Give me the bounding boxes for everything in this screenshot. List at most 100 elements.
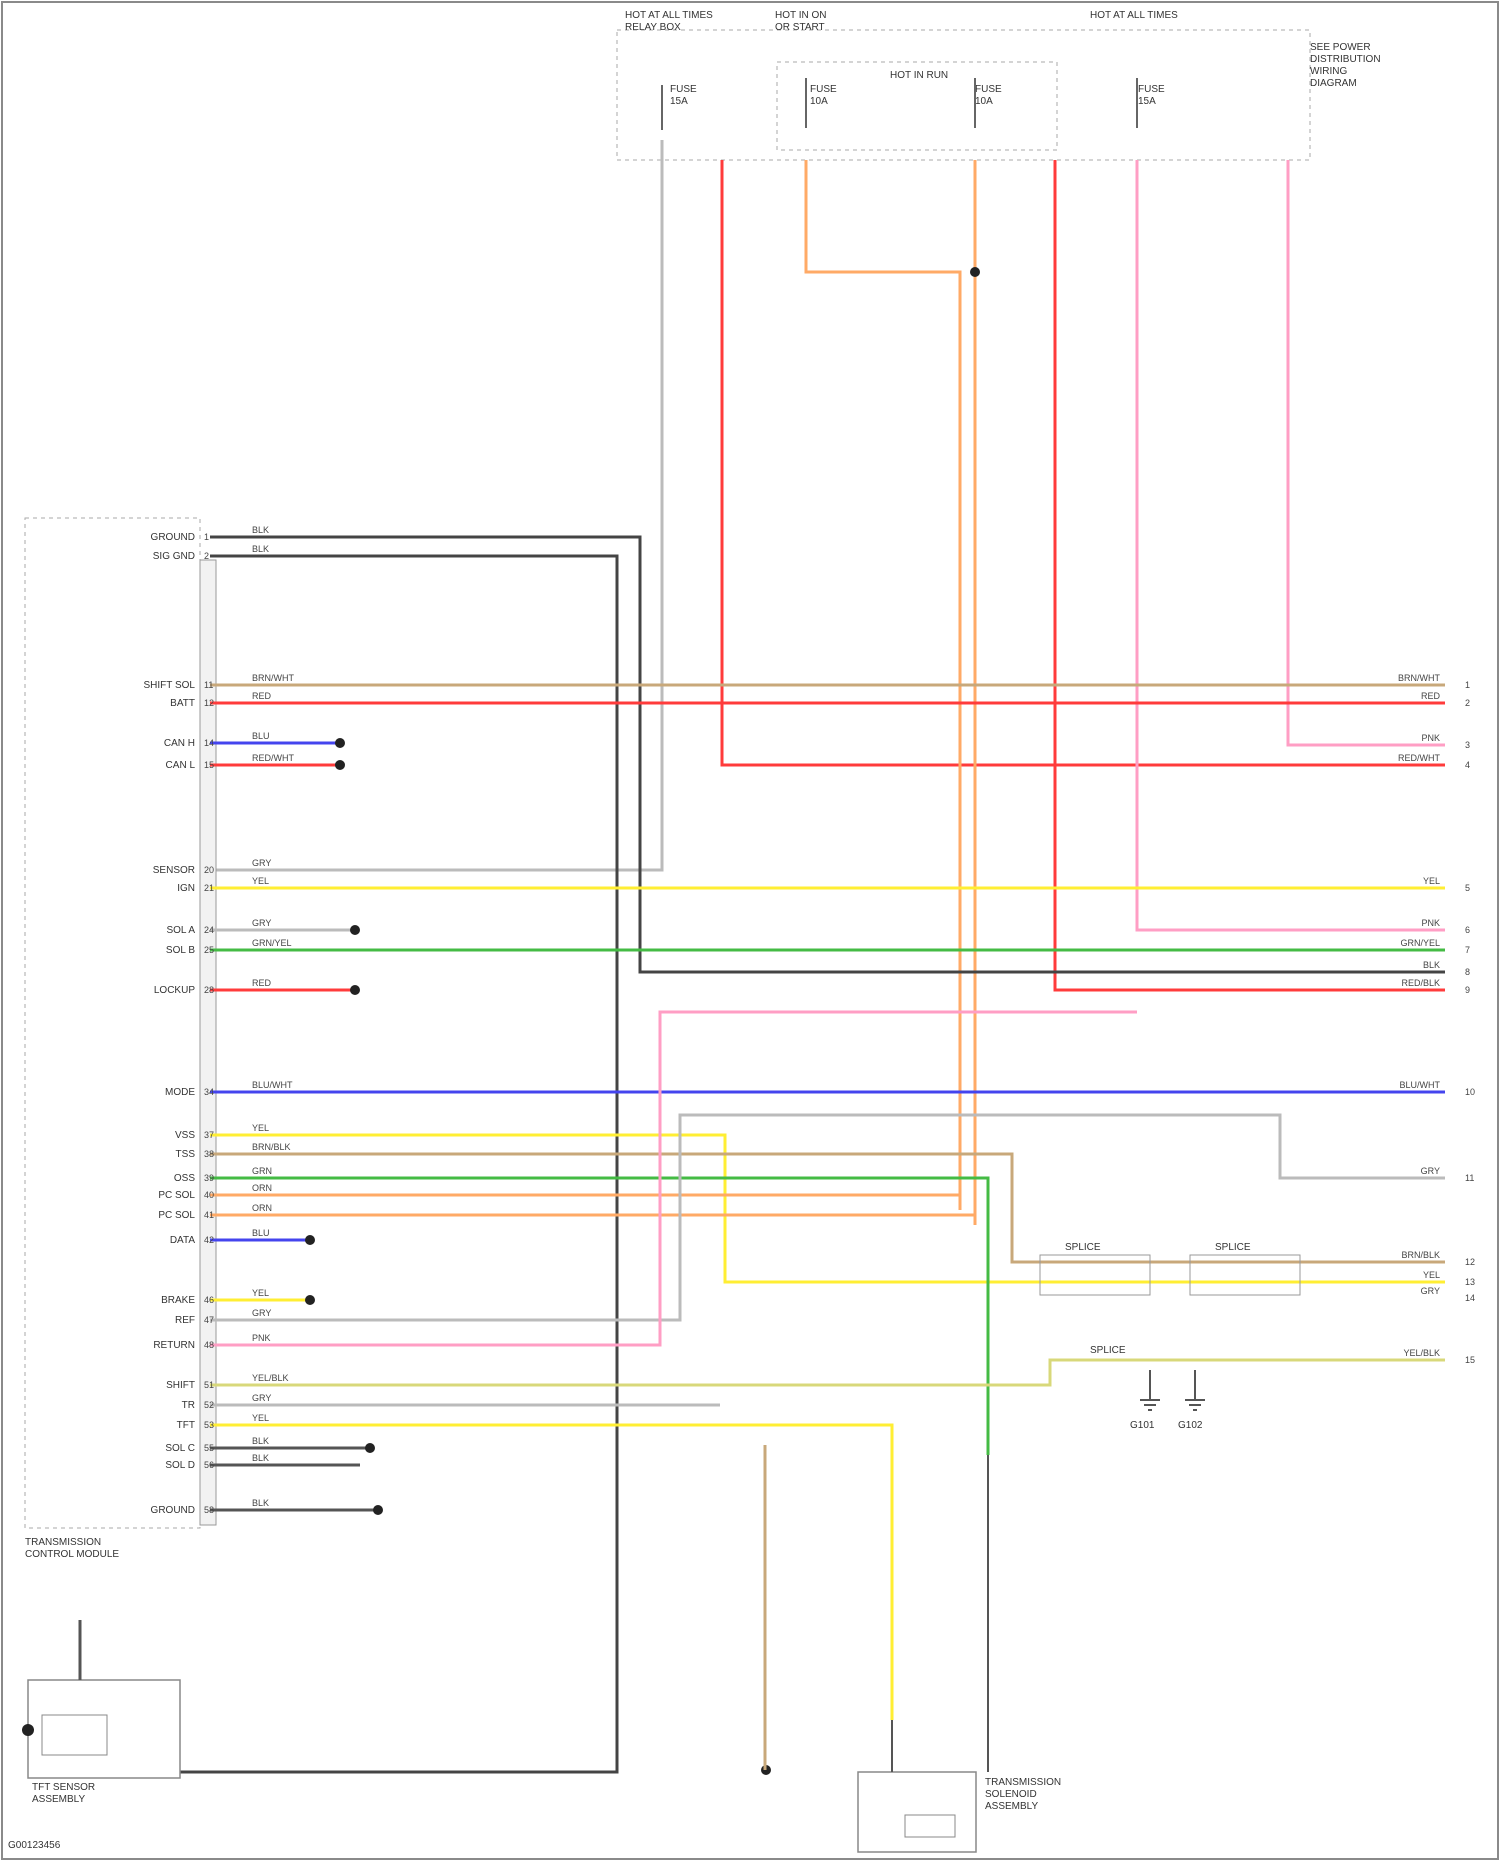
fuse-4-title: HOT AT ALL TIMES xyxy=(1090,10,1178,21)
fuse-2-line1: FUSE xyxy=(810,84,837,95)
svg-text:ASSEMBLY: ASSEMBLY xyxy=(32,1794,85,1805)
wire-pink-feed-b xyxy=(1288,160,1445,745)
module-pin-label: SENSOR xyxy=(153,865,195,876)
wire-color-label: GRY xyxy=(252,1308,271,1318)
right-wire-label: GRY xyxy=(1421,1166,1440,1176)
module-pin-label: PC SOL xyxy=(158,1190,195,1201)
right-terminal-number: 5 xyxy=(1465,883,1470,893)
module-pin-label: TFT xyxy=(177,1420,195,1431)
module-pin-number: 24 xyxy=(204,925,214,935)
right-wire-label: RED/BLK xyxy=(1401,978,1440,988)
module-pin-number: 25 xyxy=(204,945,214,955)
module-pin-number: 46 xyxy=(204,1295,214,1305)
ground-label-2: G102 xyxy=(1178,1420,1203,1431)
tft-sensor: TFT SENSOR ASSEMBLY xyxy=(22,1620,180,1805)
module-pin-label: GROUND xyxy=(151,1505,195,1516)
module-pin-number: 58 xyxy=(204,1505,214,1515)
module-pin-number: 20 xyxy=(204,865,214,875)
svg-text:DISTRIBUTION: DISTRIBUTION xyxy=(1310,54,1381,65)
wire-color-label: BLK xyxy=(252,525,269,535)
module-pin-number: 34 xyxy=(204,1087,214,1097)
fuse-box-outline xyxy=(617,30,1310,160)
fuse-3-line1: FUSE xyxy=(975,84,1002,95)
wire-color-label: ORN xyxy=(252,1203,272,1213)
splice-dot xyxy=(305,1295,315,1305)
svg-text:DIAGRAM: DIAGRAM xyxy=(1310,78,1357,89)
fuse-3: HOT IN RUN FUSE 10A xyxy=(890,70,1002,107)
svg-text:TRANSMISSION: TRANSMISSION xyxy=(985,1777,1061,1788)
module-pin-label: SIG GND xyxy=(153,551,195,562)
module-pin-label: TSS xyxy=(176,1149,196,1160)
wire-color-label: GRY xyxy=(252,918,271,928)
solenoid-assembly-box xyxy=(858,1772,976,1852)
module-pin-number: 14 xyxy=(204,738,214,748)
right-terminal-number: 10 xyxy=(1465,1087,1475,1097)
fuse-4-line1: FUSE xyxy=(1138,84,1165,95)
module-pin-label: IGN xyxy=(177,883,195,894)
wire-color-label: YEL xyxy=(252,1413,269,1423)
module-pin-number: 51 xyxy=(204,1380,214,1390)
wire-color-label: YEL xyxy=(252,1288,269,1298)
solenoid-assembly: TRANSMISSION SOLENOID ASSEMBLY xyxy=(858,1455,1061,1852)
module-pin-label: MODE xyxy=(165,1087,195,1098)
module-pin-label: TR xyxy=(182,1400,195,1411)
wire-color-label: GRY xyxy=(252,1393,271,1403)
right-terminal-number: 14 xyxy=(1465,1293,1475,1303)
right-wire-label: YEL xyxy=(1423,876,1440,886)
wire-oss xyxy=(210,1178,988,1455)
tft-sensor-dot xyxy=(22,1724,34,1736)
wire-color-label: BLK xyxy=(252,1498,269,1508)
right-wire-label: RED/WHT xyxy=(1398,753,1440,763)
ground-label-1: G101 xyxy=(1130,1420,1155,1431)
svg-text:SOLENOID: SOLENOID xyxy=(985,1789,1037,1800)
module-pin-label: LOCKUP xyxy=(154,985,195,996)
right-wire-label: PNK xyxy=(1421,733,1440,743)
wire-color-label: PNK xyxy=(252,1333,271,1343)
svg-text:ASSEMBLY: ASSEMBLY xyxy=(985,1801,1038,1812)
wire-color-label: BRN/BLK xyxy=(252,1142,291,1152)
right-wire-label: YEL xyxy=(1423,1270,1440,1280)
module-pin-number: 52 xyxy=(204,1400,214,1410)
module-pin-number: 48 xyxy=(204,1340,214,1350)
module-pin-label: CAN H xyxy=(164,738,195,749)
right-wire-label: YEL/BLK xyxy=(1403,1348,1440,1358)
right-terminal-number: 8 xyxy=(1465,967,1470,977)
splice-dots xyxy=(305,267,980,1775)
module-pin-number: 37 xyxy=(204,1130,214,1140)
module-pin-number: 1 xyxy=(204,532,209,542)
wire-vss xyxy=(210,1135,1445,1282)
right-terminal-number: 15 xyxy=(1465,1355,1475,1365)
wire-shift xyxy=(210,1360,1445,1385)
module-pin-label: SOL A xyxy=(166,925,195,936)
right-wire-label: RED xyxy=(1421,691,1441,701)
module-pin-number: 39 xyxy=(204,1173,214,1183)
splice-label-2: SPLICE xyxy=(1215,1242,1251,1253)
module-pin-number: 55 xyxy=(204,1443,214,1453)
splice-dot xyxy=(335,760,345,770)
module-pin-number: 40 xyxy=(204,1190,214,1200)
splice-dot xyxy=(365,1443,375,1453)
wire-color-label: BLU xyxy=(252,1228,270,1238)
tft-sensor-element xyxy=(42,1715,107,1755)
wire-color-label: RED xyxy=(252,978,272,988)
splice-dot xyxy=(970,267,980,277)
module-caption-2: CONTROL MODULE xyxy=(25,1549,119,1560)
module-pin-number: 42 xyxy=(204,1235,214,1245)
module-pin-number: 2 xyxy=(204,551,209,561)
module-pin-label: REF xyxy=(175,1315,195,1326)
wire-tft xyxy=(210,1425,892,1720)
wire-tss xyxy=(210,1154,1445,1262)
module-pin-number: 12 xyxy=(204,698,214,708)
fuse-2-title: HOT IN ON xyxy=(775,10,826,21)
wire-color-label: BLK xyxy=(252,544,269,554)
wire-color-label: BLU xyxy=(252,731,270,741)
right-wire-label: BRN/BLK xyxy=(1401,1250,1440,1260)
splice-dot xyxy=(373,1505,383,1515)
module-pin-label: SHIFT xyxy=(166,1380,195,1391)
module-pin-number: 41 xyxy=(204,1210,214,1220)
module-pin-number: 11 xyxy=(204,680,213,690)
wire-color-label: YEL xyxy=(252,1123,269,1133)
module-pin-label: SOL B xyxy=(166,945,195,956)
